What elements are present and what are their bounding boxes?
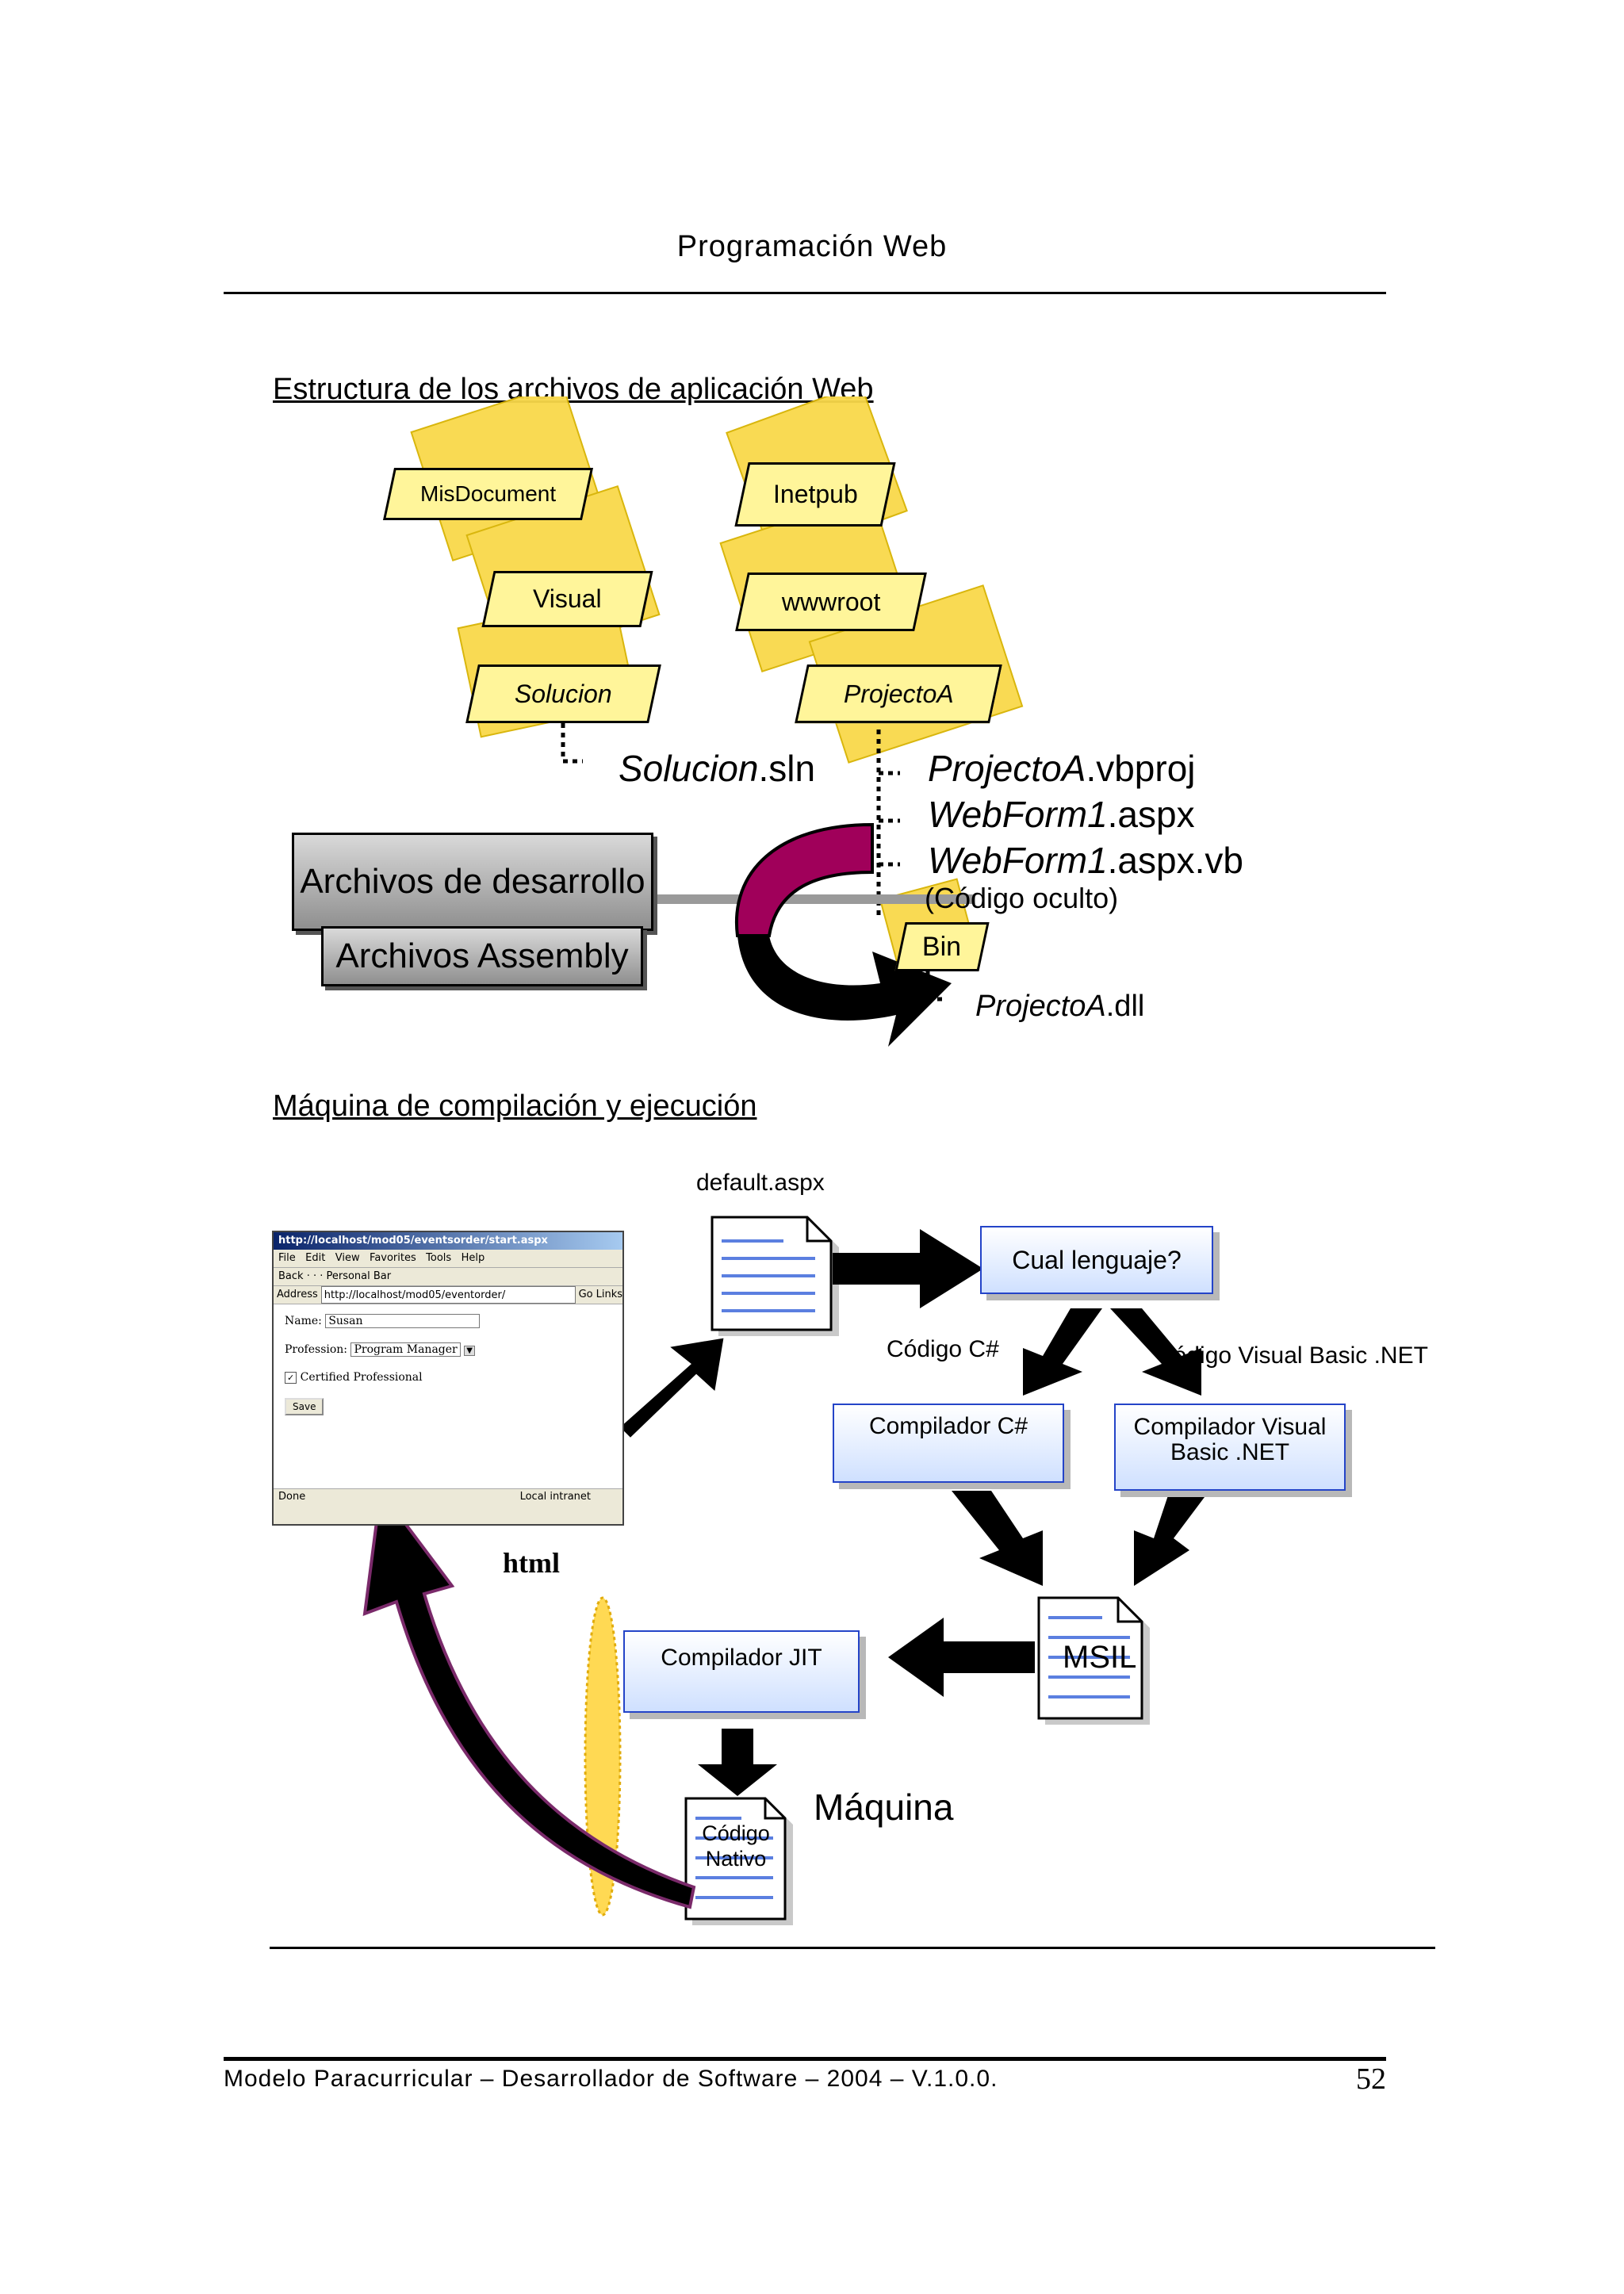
code-cs-label: Código C# <box>887 1336 999 1362</box>
profession-label: Profession: <box>285 1343 348 1356</box>
save-button[interactable]: Save <box>285 1398 324 1415</box>
compile-diagram-graphic <box>362 1216 1209 1925</box>
html-label: html <box>503 1547 560 1579</box>
jit-compiler-label: Compilador JIT <box>661 1645 822 1671</box>
footer-text: Modelo Paracurricular – Desarrollador de… <box>224 2066 998 2092</box>
default-aspx-label: default.aspx <box>696 1170 825 1196</box>
name-input[interactable]: Susan <box>325 1314 481 1328</box>
machine-label: Máquina <box>814 1787 954 1828</box>
file-webform1-aspx: WebForm1.aspx <box>928 794 1195 835</box>
toolbar-text[interactable]: Back · · · Personal Bar <box>278 1270 392 1282</box>
code-vb-label: Código Visual Basic .NET <box>1156 1342 1428 1369</box>
section1-heading: Estructura de los archivos de aplicación… <box>273 373 874 406</box>
assembly-files-button: Archivos Assembly <box>321 926 643 986</box>
dev-files-label: Archivos de desarrollo <box>300 862 645 901</box>
which-language-label: Cual lenguaje? <box>1012 1246 1182 1274</box>
menu-favorites[interactable]: Favorites <box>370 1252 416 1264</box>
compiler-vb-label: Compilador Visual Basic .NET <box>1133 1414 1327 1465</box>
menu-view[interactable]: View <box>335 1252 360 1264</box>
page-header-title: Programación Web <box>676 230 948 263</box>
jit-compiler-box: Compilador JIT <box>623 1630 860 1713</box>
file-projectoa-vbproj: ProjectoA.vbproj <box>928 748 1196 789</box>
certified-label: Certified Professional <box>300 1371 423 1384</box>
compiler-cs-label: Compilador C# <box>868 1413 1028 1439</box>
status-zone: Local intranet <box>519 1491 591 1503</box>
compiler-vb-box: Compilador Visual Basic .NET <box>1114 1404 1346 1491</box>
folder-visual-label: Visual <box>533 584 602 613</box>
browser-title-bar: http://localhost/mod05/eventsorder/start… <box>274 1232 622 1250</box>
folder-solucion-label: Solucion <box>515 679 612 708</box>
which-language-box: Cual lenguaje? <box>980 1226 1213 1294</box>
folder-bin-label: Bin <box>922 931 962 962</box>
browser-window: http://localhost/mod05/eventsorder/start… <box>272 1231 624 1526</box>
select-arrow-icon[interactable]: ▼ <box>464 1346 475 1356</box>
file-webform1-aspx-vb: WebForm1.aspx.vb <box>928 840 1243 881</box>
go-button[interactable]: Go <box>578 1289 593 1300</box>
certified-checkbox[interactable]: ✓ <box>285 1372 297 1384</box>
menu-file[interactable]: File <box>278 1252 296 1264</box>
page-number: 52 <box>1356 2062 1386 2096</box>
folder-projectoa-label: ProjectoA <box>843 679 954 708</box>
footer-rule <box>224 2057 1386 2061</box>
hidden-code-note: (Código oculto) <box>925 882 1119 914</box>
links-button[interactable]: Links <box>596 1289 622 1300</box>
folder-wwwroot-label: wwwroot <box>781 587 881 616</box>
file-projectoa-dll: ProjectoA.dll <box>975 990 1145 1023</box>
header-rule <box>224 292 1386 294</box>
browser-title: http://localhost/mod05/eventsorder/start… <box>278 1235 548 1247</box>
name-label: Name: <box>285 1315 322 1327</box>
assembly-files-label: Archivos Assembly <box>335 936 629 975</box>
browser-menu-bar: File Edit View Favorites Tools Help <box>274 1250 622 1268</box>
file-solucion-sln: Solucion.sln <box>619 748 816 789</box>
menu-edit[interactable]: Edit <box>305 1252 326 1264</box>
menu-help[interactable]: Help <box>461 1252 485 1264</box>
profession-select[interactable]: Program Manager <box>350 1342 461 1357</box>
compiler-cs-box: Compilador C# <box>833 1404 1064 1483</box>
browser-status-bar: Done Local intranet <box>274 1488 622 1505</box>
dev-files-button: Archivos de desarrollo <box>292 833 653 931</box>
status-done: Done <box>278 1491 306 1503</box>
section-bottom-rule <box>270 1947 1435 1949</box>
address-label: Address <box>277 1289 318 1300</box>
native-code-label: Código Nativo <box>702 1821 770 1871</box>
address-bar: Address http://localhost/mod05/eventorde… <box>274 1286 622 1304</box>
menu-tools[interactable]: Tools <box>426 1252 452 1264</box>
folder-misdocument-label: MisDocument <box>419 481 557 506</box>
msil-label: MSIL <box>1063 1640 1137 1675</box>
browser-content: Name: Susan Profession: Program Manager … <box>274 1304 622 1488</box>
browser-toolbar: Back · · · Personal Bar <box>274 1268 622 1286</box>
folder-inetpub-label: Inetpub <box>772 480 858 508</box>
section2-heading: Máquina de compilación y ejecución <box>273 1090 757 1123</box>
address-input[interactable]: http://localhost/mod05/eventorder/ <box>320 1286 576 1304</box>
